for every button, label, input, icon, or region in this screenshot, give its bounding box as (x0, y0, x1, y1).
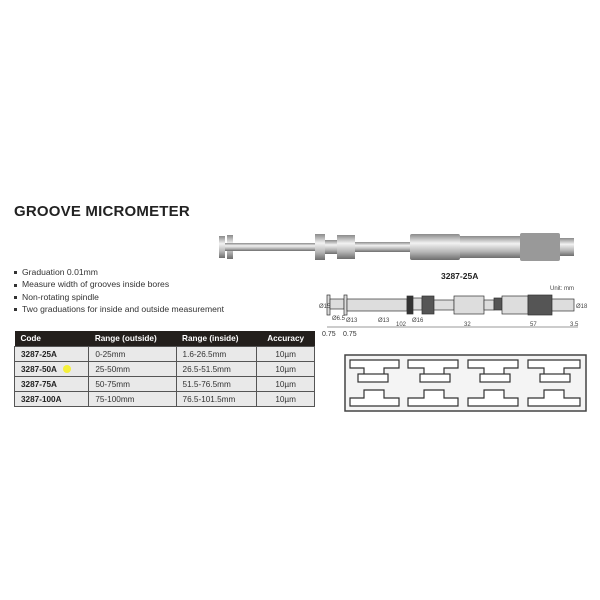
cell-code: 3287-100A (13, 391, 90, 407)
cell-range-inside: 26.5-51.5mm (175, 361, 258, 377)
cell-range-outside: 0-25mm (88, 346, 177, 362)
dim-label: 102 (396, 322, 407, 328)
table-row: 3287-75A 50-75mm 51.5-76.5mm 10µm (13, 376, 315, 392)
cell-accuracy: 10µm (256, 361, 315, 377)
cell-range-inside: 76.5-101.5mm (175, 391, 258, 407)
table-row: 3287-50A 25-50mm 26.5-51.5mm 10µm (13, 361, 315, 377)
dim-label: Ø16 (412, 318, 424, 324)
dim-label: 0.75 (322, 331, 336, 338)
header-code: Code (14, 331, 89, 347)
dim-label: Ø18 (576, 304, 588, 310)
cell-accuracy: 10µm (256, 376, 315, 392)
feature-item: Graduation 0.01mm (14, 266, 224, 278)
feature-item: Measure width of grooves inside bores (14, 278, 224, 290)
product-caption: 3287-25A (441, 271, 479, 281)
dim-label: 57 (530, 322, 537, 328)
highlight-dot (62, 365, 71, 374)
cell-accuracy: 10µm (256, 346, 315, 362)
table-row: 3287-100A 75-100mm 76.5-101.5mm 10µm (13, 391, 315, 407)
page-title: GROOVE MICROMETER (14, 203, 190, 220)
cell-accuracy: 10µm (256, 391, 315, 407)
header-range-outside: Range (outside) (88, 331, 177, 347)
cell-code: 3287-50A (13, 361, 90, 377)
cell-range-inside: 1.6-26.5mm (175, 346, 258, 362)
cell-range-outside: 75-100mm (88, 391, 177, 407)
code-text: 3287-50A (21, 364, 57, 374)
micrometer-photo (219, 233, 574, 261)
spec-table: Code Range (outside) Range (inside) Accu… (13, 331, 315, 407)
header-accuracy: Accuracy (256, 331, 315, 347)
feature-list: Graduation 0.01mm Measure width of groov… (14, 266, 224, 316)
header-range-inside: Range (inside) (176, 331, 257, 347)
dim-label: Ø13 (346, 318, 358, 324)
dim-label: 0.75 (343, 331, 357, 338)
cell-range-outside: 50-75mm (88, 376, 177, 392)
dim-label: Ø15 (319, 304, 331, 310)
table-header-row: Code Range (outside) Range (inside) Accu… (14, 331, 315, 347)
dim-label: 32 (464, 322, 471, 328)
unit-label: Unit: mm (550, 286, 574, 292)
cell-range-inside: 51.5-76.5mm (175, 376, 258, 392)
cell-code: 3287-25A (13, 346, 90, 362)
cell-range-outside: 25-50mm (88, 361, 177, 377)
groove-usage-diagram (344, 354, 587, 412)
dimension-drawing: Unit: mm Ø15 Ø6.5 Ø13 Ø13 Ø16 Ø18 102 32… (319, 286, 588, 338)
feature-item: Non-rotating spindle (14, 291, 224, 303)
dim-label: 3.5 (570, 322, 579, 328)
dim-label: Ø6.5 (332, 316, 346, 322)
dim-label: Ø13 (378, 318, 390, 324)
table-row: 3287-25A 0-25mm 1.6-26.5mm 10µm (13, 346, 315, 362)
feature-item: Two graduations for inside and outside m… (14, 303, 224, 315)
cell-code: 3287-75A (13, 376, 90, 392)
